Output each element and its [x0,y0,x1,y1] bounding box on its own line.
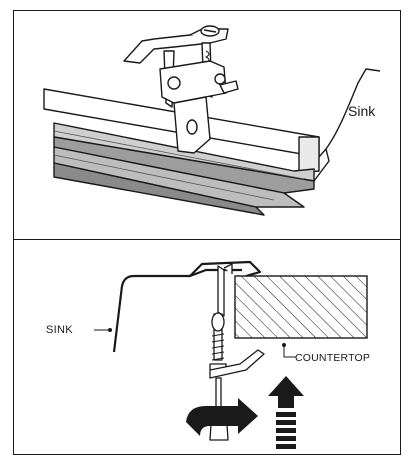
sink-label: Sink [348,103,376,119]
sink-label: SINK [46,324,73,336]
sink-leader [94,328,112,332]
turn-arrow-icon [186,398,258,436]
clip-detail-panel: Sink [13,10,401,240]
countertop-label: COUNTERTOP [295,352,371,364]
section-view-panel: SINK COUNTERTOP [13,239,401,455]
section-view-illustration [94,260,368,449]
countertop-leader-dot [282,343,286,347]
clip-icon [123,25,239,154]
countertop-block [234,275,368,339]
sink-rim-rail [43,68,381,216]
push-up-arrow-icon [268,376,304,449]
clip-on-sink-illustration [43,25,381,216]
